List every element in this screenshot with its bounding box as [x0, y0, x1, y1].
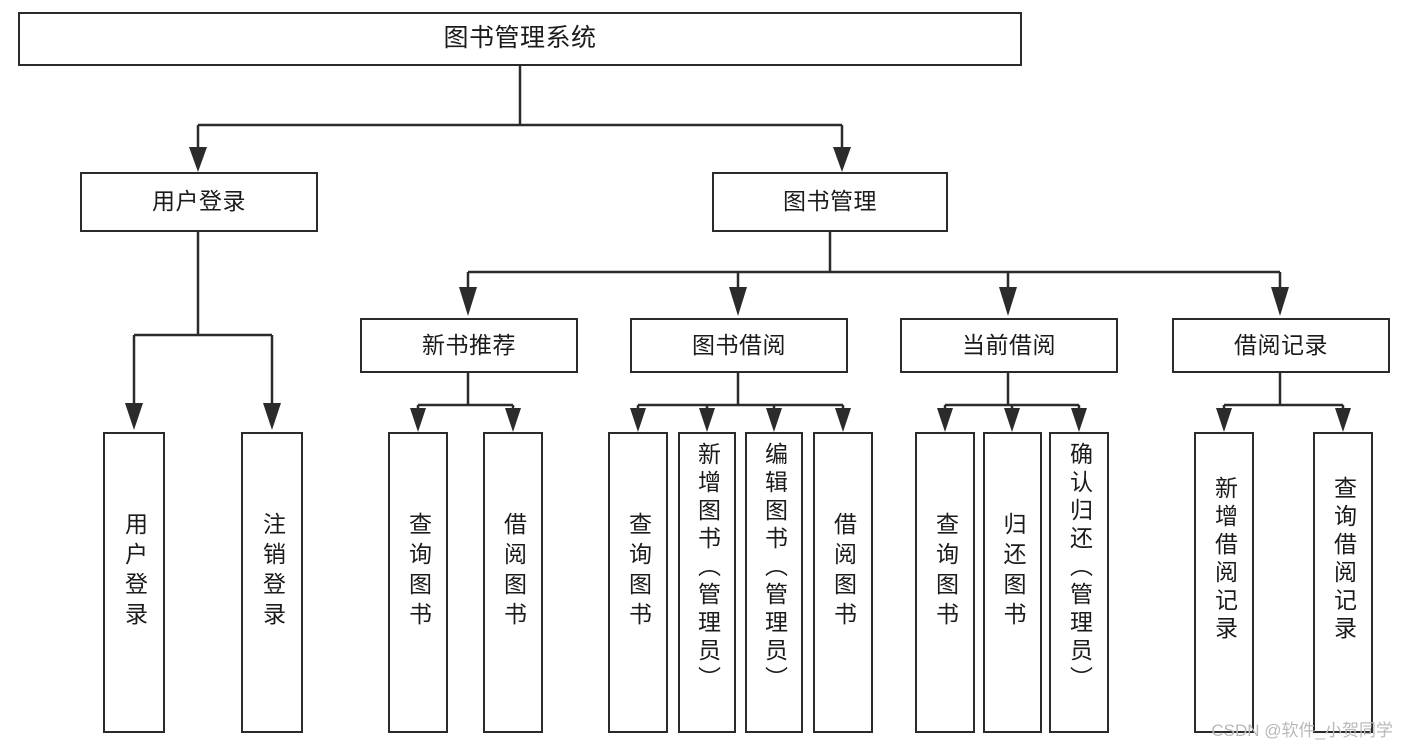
node-current-borrow[interactable]: 当前借阅 [900, 318, 1118, 373]
node-label: 新增图书（管理员） [694, 442, 721, 694]
node-borrow-record[interactable]: 借阅记录 [1172, 318, 1390, 373]
arrowhead-leaf-add-book [699, 408, 715, 432]
leaf-query-borrow-record[interactable]: 查询借阅记录 [1313, 432, 1373, 733]
edge-borrowrecord-to-leaves [1222, 373, 1345, 412]
arrowhead-leaf-edit-book [766, 408, 782, 432]
arrowhead-borrow-record [1271, 287, 1289, 316]
leaf-return-book[interactable]: 归还图书 [983, 432, 1042, 733]
edge-currentborrow-to-leaves [943, 373, 1081, 412]
edge-bookmanage-to-level3 [466, 232, 1282, 288]
node-label: 归还图书 [1000, 512, 1026, 632]
node-label: 注销登录 [259, 512, 286, 632]
node-book-borrow[interactable]: 图书借阅 [630, 318, 848, 373]
arrowhead-leaf-query-record [1335, 408, 1351, 432]
node-label: 编辑图书（管理员） [761, 442, 788, 694]
leaf-user-login[interactable]: 用户登录 [103, 432, 165, 733]
node-label: 借阅记录 [1234, 331, 1328, 358]
leaf-logout-login[interactable]: 注销登录 [241, 432, 303, 733]
arrowhead-to-book-manage [833, 147, 851, 172]
leaf-query-book-new[interactable]: 查询图书 [388, 432, 448, 733]
node-label: 新书推荐 [422, 331, 516, 358]
leaf-add-book-admin[interactable]: 新增图书（管理员） [678, 432, 736, 733]
leaf-query-book-borrow[interactable]: 查询图书 [608, 432, 668, 733]
leaf-confirm-return-admin[interactable]: 确认归还（管理员） [1049, 432, 1109, 733]
arrowhead-leaf-query-book-3 [937, 408, 953, 432]
edge-userlogin-to-leaves [132, 232, 274, 404]
node-label: 用户登录 [152, 188, 246, 215]
arrowhead-leaf-add-record [1216, 408, 1232, 432]
node-label: 当前借阅 [962, 331, 1056, 358]
node-label: 借阅图书 [830, 512, 857, 632]
arrowhead-new-book-recommend [459, 287, 477, 316]
arrowhead-leaf-borrow-book-1 [505, 408, 521, 432]
arrowhead-leaf-user-login [125, 403, 143, 430]
node-label: 图书管理 [783, 188, 877, 215]
node-label: 用户登录 [121, 512, 148, 632]
arrowhead-leaf-return-book [1004, 408, 1020, 432]
arrowhead-to-user-login [189, 147, 207, 172]
arrowhead-current-borrow [999, 287, 1017, 316]
node-label: 图书借阅 [692, 331, 786, 358]
node-user-login[interactable]: 用户登录 [80, 172, 318, 232]
node-label: 图书管理系统 [443, 24, 597, 53]
arrowhead-leaf-borrow-book-2 [835, 408, 851, 432]
arrowhead-leaf-query-book-2 [630, 408, 646, 432]
node-book-manage[interactable]: 图书管理 [712, 172, 948, 232]
arrowhead-leaf-logout [263, 403, 281, 430]
leaf-borrow-book-borrow[interactable]: 借阅图书 [813, 432, 873, 733]
node-label: 查询图书 [625, 512, 652, 632]
node-label: 确认归还（管理员） [1066, 442, 1093, 694]
arrowhead-leaf-confirm-return [1071, 408, 1087, 432]
arrowhead-leaf-query-book-1 [410, 408, 426, 432]
edge-bookborrow-to-leaves [636, 373, 845, 412]
leaf-borrow-book-new[interactable]: 借阅图书 [483, 432, 543, 733]
node-new-book-recommend[interactable]: 新书推荐 [360, 318, 578, 373]
node-label: 查询图书 [405, 512, 432, 632]
edge-newbook-to-leaves [416, 373, 515, 412]
leaf-query-book-current[interactable]: 查询图书 [915, 432, 975, 733]
leaf-edit-book-admin[interactable]: 编辑图书（管理员） [745, 432, 803, 733]
node-label: 查询图书 [932, 512, 959, 632]
arrowhead-book-borrow [729, 287, 747, 316]
node-root-book-management-system[interactable]: 图书管理系统 [18, 12, 1022, 66]
node-label: 查询借阅记录 [1330, 476, 1357, 644]
leaf-add-borrow-record[interactable]: 新增借阅记录 [1194, 432, 1254, 733]
node-label: 借阅图书 [500, 512, 527, 632]
node-label: 新增借阅记录 [1211, 476, 1238, 644]
edge-root-to-bus [196, 66, 844, 148]
